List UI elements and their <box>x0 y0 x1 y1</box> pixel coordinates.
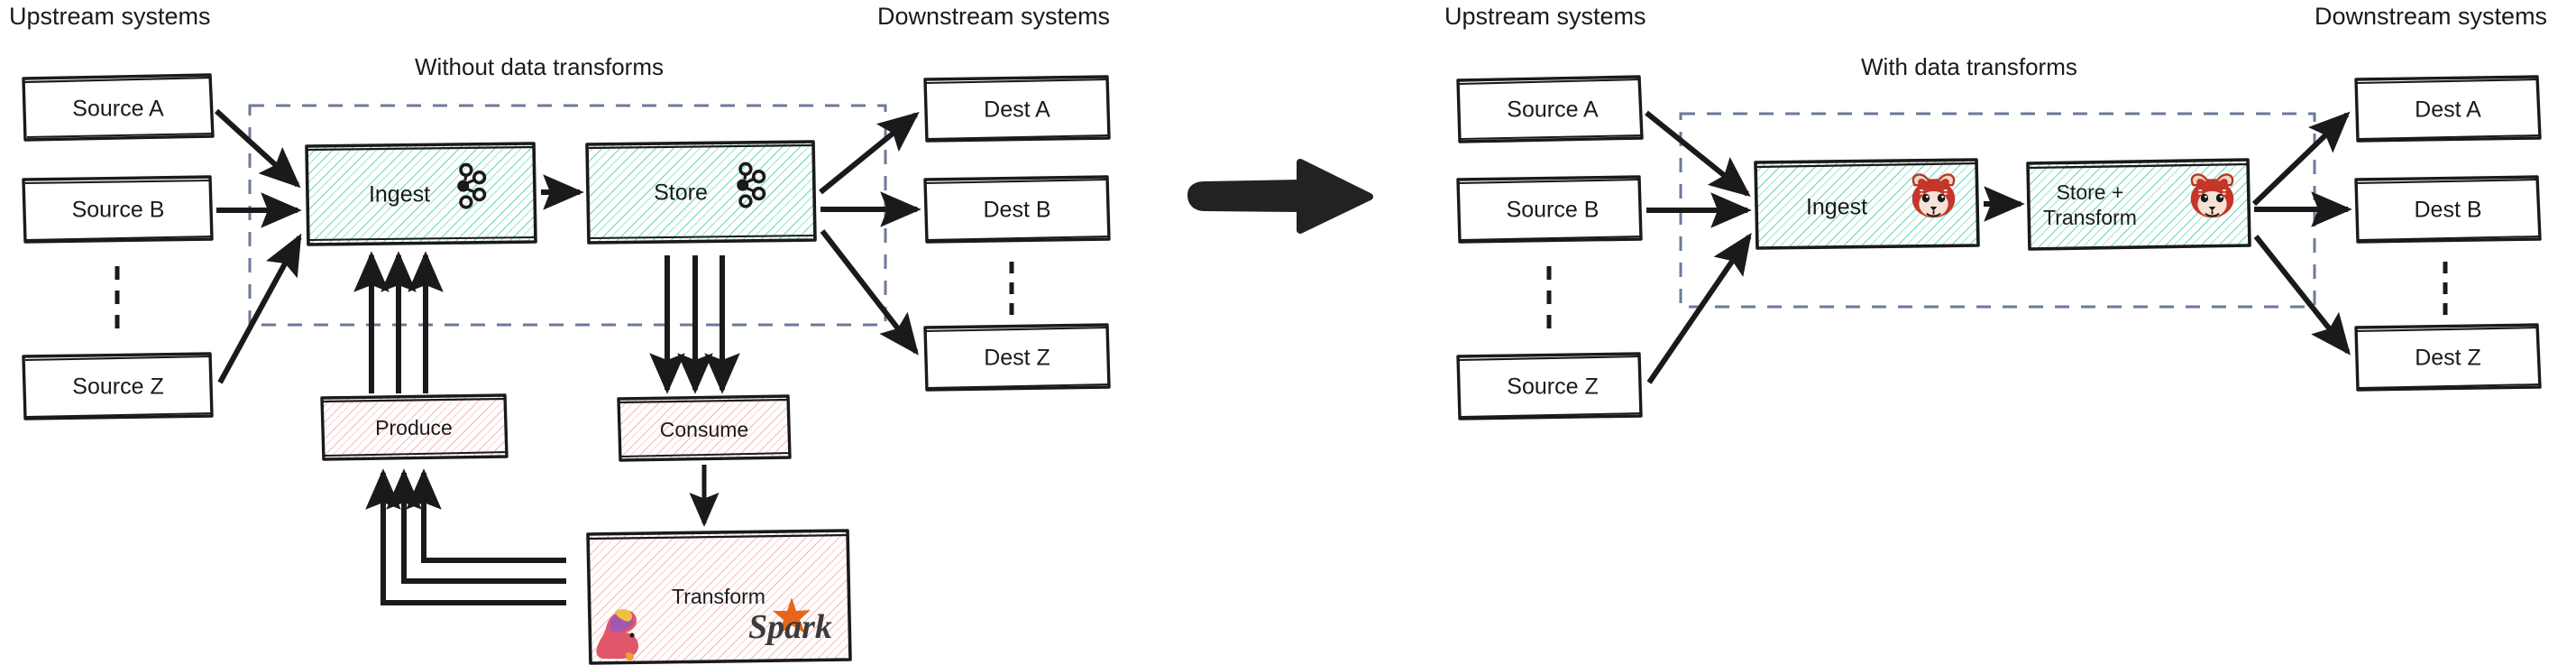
left-dest-z-label: Dest Z <box>984 345 1050 371</box>
right-dest-z-label: Dest Z <box>2415 345 2481 371</box>
left-store-label: Store <box>654 180 708 206</box>
left-arrows-transform-to-produce <box>365 468 566 605</box>
right-ingest-label: Ingest <box>1805 194 1868 220</box>
right-arrow-store-to-destz <box>2253 235 2351 356</box>
right-downstream-heading: Downstream systems <box>2315 3 2548 30</box>
left-arrow-sourcea-to-ingest <box>214 108 301 189</box>
left-source-a-box <box>22 73 215 142</box>
redpanda-icon <box>1911 173 1956 218</box>
left-arrow-store-to-destz <box>820 229 919 356</box>
store-transform-line1: Store + <box>2056 180 2124 204</box>
left-downstream-heading: Downstream systems <box>877 3 1111 30</box>
kafka-icon <box>457 162 487 209</box>
left-arrows-produce-to-ingest <box>353 251 444 393</box>
left-dest-b-box <box>923 175 1111 244</box>
left-produce-box <box>320 393 509 461</box>
left-arrows-store-to-consume <box>649 255 740 394</box>
right-boundary-dashed <box>1679 112 2316 309</box>
right-arrow-store-to-desta <box>2251 111 2351 207</box>
left-source-a-label: Source A <box>72 96 164 122</box>
right-source-z-label: Source Z <box>1507 374 1599 400</box>
right-arrow-sourcez-to-ingest <box>1646 233 1752 384</box>
right-store-transform-label: Store +Transform <box>2004 180 2176 230</box>
left-consume-box <box>617 394 792 462</box>
left-dest-b-label: Dest B <box>983 197 1051 223</box>
svg-text:Spark: Spark <box>748 608 832 646</box>
redpanda-icon <box>2190 173 2234 218</box>
right-dest-b-label: Dest B <box>2414 197 2482 223</box>
flink-icon <box>596 608 638 660</box>
left-upstream-heading: Upstream systems <box>9 3 211 30</box>
left-produce-label: Produce <box>375 415 453 439</box>
left-panel-title: Without data transforms <box>415 53 664 80</box>
kafka-icon <box>737 162 766 208</box>
right-dest-a-label: Dest A <box>2415 97 2481 123</box>
left-dest-a-label: Dest A <box>984 97 1050 123</box>
right-dest-z-box <box>2354 323 2542 392</box>
store-transform-line2: Transform <box>2043 206 2137 229</box>
left-source-b-label: Source B <box>71 197 165 223</box>
right-dest-b-box <box>2354 175 2542 244</box>
right-source-a-label: Source A <box>1507 97 1599 123</box>
left-ingest-box <box>305 142 537 246</box>
left-arrow-store-to-desta <box>819 111 920 195</box>
left-transform-label: Transform <box>672 584 765 608</box>
left-dest-a-box <box>923 75 1111 143</box>
left-ingest-label: Ingest <box>368 181 431 208</box>
right-arrow-sourcea-to-ingest <box>1645 110 1751 198</box>
right-dest-a-box <box>2354 75 2542 143</box>
right-source-a-box <box>1456 75 1644 143</box>
right-source-z-box <box>1456 352 1643 420</box>
right-panel-title: With data transforms <box>1861 53 2077 80</box>
left-store-box <box>585 140 817 245</box>
left-source-b-box <box>22 175 214 244</box>
right-source-b-label: Source B <box>1506 197 1600 223</box>
right-source-b-box <box>1456 175 1643 244</box>
big-right-arrow-icon <box>1187 159 1373 234</box>
right-upstream-heading: Upstream systems <box>1444 3 1646 30</box>
spark-icon: Spark <box>748 597 832 646</box>
left-dest-z-box <box>923 323 1111 392</box>
left-source-z-label: Source Z <box>72 374 164 400</box>
left-source-z-box <box>22 352 214 420</box>
left-arrow-sourcez-to-ingest <box>217 233 302 384</box>
left-consume-label: Consume <box>659 417 749 441</box>
left-boundary-dashed <box>248 104 887 327</box>
